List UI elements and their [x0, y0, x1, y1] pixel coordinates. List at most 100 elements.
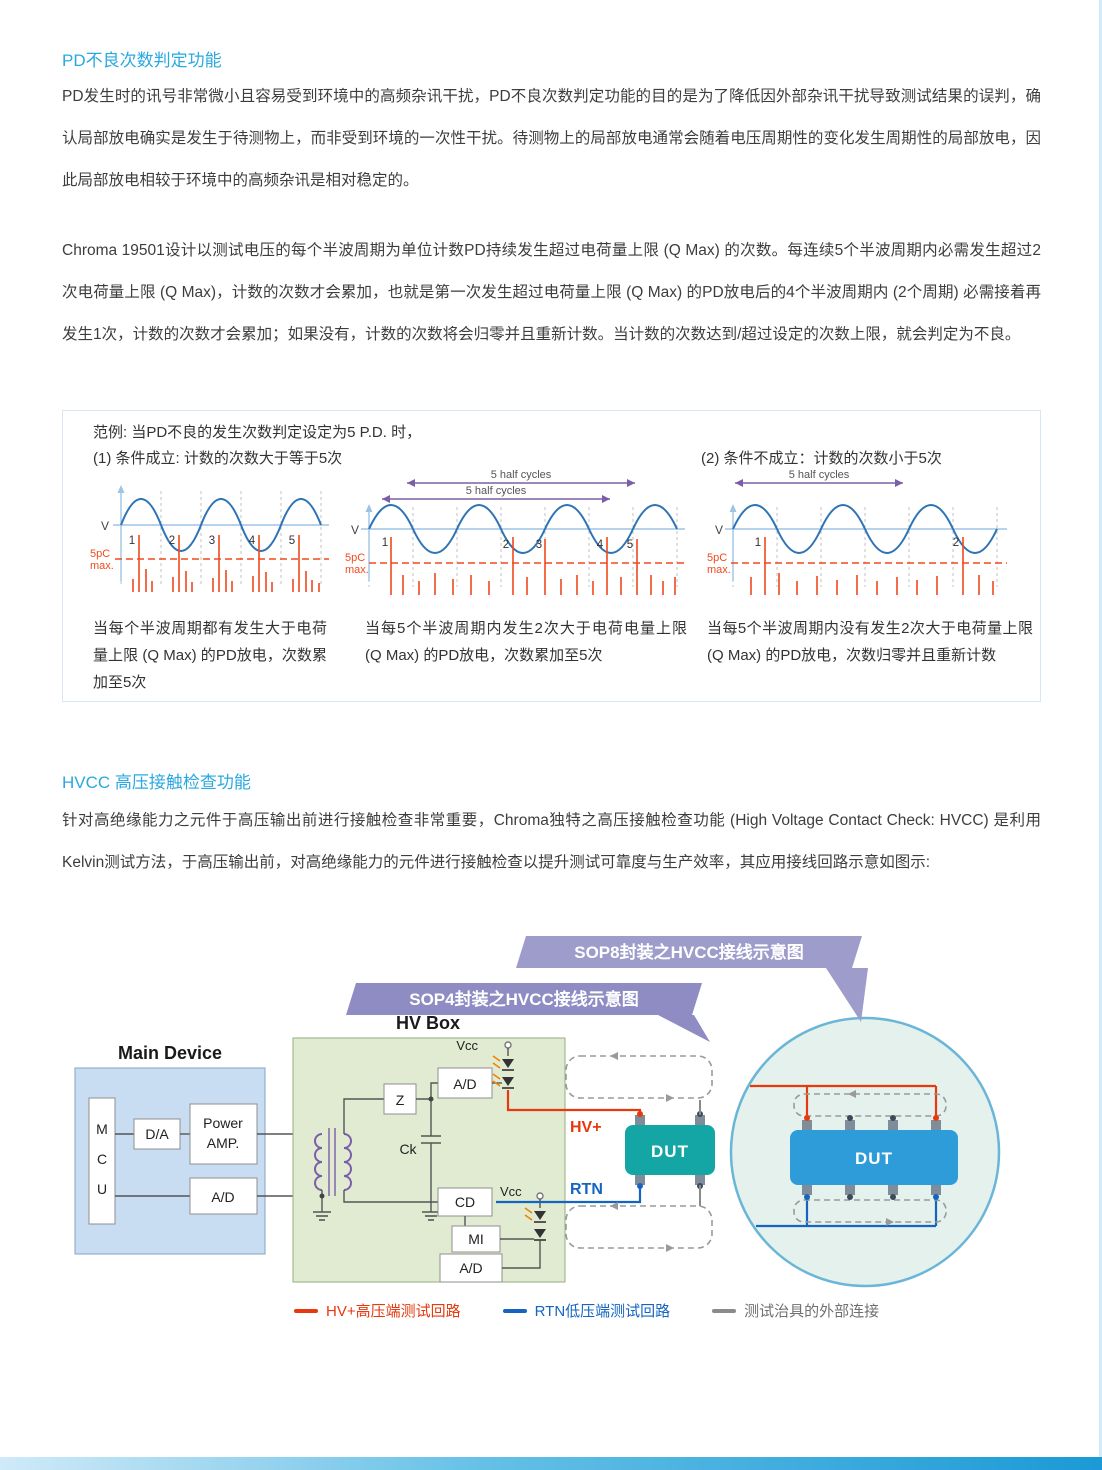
hv-line-swatch [294, 1308, 318, 1313]
cd-box [437, 1187, 493, 1217]
diagram1-caption: 当每个半波周期都有发生大于电荷量上限 (Q Max) 的PD放电，次数累加至5次 [93, 620, 327, 691]
sop8-banner-arrow [826, 968, 868, 1022]
count-number: 1 [382, 537, 388, 549]
legend-label-rtn: RTN低压端测试回路 [534, 1303, 671, 1320]
hvcc-circuit-svg: SOP8封装之HVCC接线示意图 SOP4封装之HVCC接线示意图 Main D… [74, 936, 1001, 1288]
da-box [133, 1118, 181, 1150]
sine-wave [368, 504, 678, 554]
ad-box-top [437, 1067, 493, 1099]
dut-label: DUT [651, 1142, 689, 1161]
v-axis-arrow [729, 504, 737, 512]
fixture-loop-top [565, 1055, 713, 1099]
power-amp-box [189, 1103, 258, 1165]
page-right-accent [1099, 0, 1102, 1470]
sop8-banner-label: SOP8封装之HVCC接线示意图 [574, 942, 804, 962]
ad-box-bottom [439, 1253, 503, 1283]
half-cycles-label: 5 half cycles [491, 469, 552, 481]
mcu-box [88, 1097, 116, 1225]
legend-item-rtn: RTN低压端测试回路 [502, 1300, 671, 1321]
pd-paragraph-2: Chroma 19501设计以测试电压的每个半波周期为单位计数PD持续发生超过电… [62, 242, 1041, 343]
count-number: 5 [627, 539, 633, 551]
vcc-terminal [504, 1041, 512, 1049]
example-case2-label: (2) 条件不成立：计数的次数小于5次 [701, 450, 942, 467]
count-number: 1 [129, 535, 135, 547]
half-cycles-label: 5 half cycles [466, 485, 527, 497]
main-device-label: Main Device [118, 1043, 222, 1063]
v-axis-label: V [351, 523, 359, 537]
ground-symbol [313, 1211, 331, 1221]
sop4-banner-label: SOP4封装之HVCC接线示意图 [409, 989, 639, 1009]
cd-label: CD [455, 1194, 475, 1210]
hv-box [292, 1037, 566, 1283]
mcu-letter: C [97, 1151, 107, 1167]
z-label: Z [396, 1092, 405, 1108]
count-number: 1 [755, 537, 761, 549]
optocoupler-icon [524, 1207, 546, 1241]
threshold-label-max: max. [345, 564, 369, 576]
vcc-terminal [536, 1192, 544, 1200]
mcu-letter: U [97, 1181, 107, 1197]
count-number: 3 [209, 535, 215, 547]
da-label: D/A [145, 1126, 169, 1142]
threshold-label-5pc: 5pC [345, 552, 365, 564]
count-number: 2 [503, 539, 509, 551]
hvcc-paragraph: 针对高绝缘能力之元件于高压输出前进行接触检查非常重要，Chroma独特之高压接触… [62, 812, 1041, 871]
power-amp-label: Power [203, 1115, 243, 1131]
vcc-label: Vcc [500, 1184, 522, 1199]
example-title: 范例: 当PD不良的发生次数判定设定为5 P.D. 时， [93, 424, 422, 441]
fixture-loop-top [793, 1093, 947, 1117]
hv-plus-label: HV+ [570, 1119, 602, 1136]
ck-label: Ck [399, 1141, 417, 1157]
pd-paragraph-1: PD发生时的讯号非常微小且容易受到环境中的高频杂讯干扰，PD不良次数判定功能的目… [62, 88, 1041, 189]
mi-box [451, 1225, 501, 1253]
hvcc-circuit-diagram: SOP8封装之HVCC接线示意图 SOP4封装之HVCC接线示意图 Main D… [56, 928, 1046, 1340]
sine-wave [732, 504, 998, 554]
v-axis-label: V [101, 519, 109, 533]
fixture-line-swatch [712, 1308, 737, 1313]
count-number: 2 [169, 535, 175, 547]
discharge-spikes [132, 535, 320, 592]
count-number: 4 [597, 539, 604, 551]
diagram3-caption: 当每5个半波周期内没有发生2次大于电荷量上限 (Q Max) 的PD放电，次数归… [707, 620, 1033, 664]
count-number: 2 [953, 537, 959, 549]
threshold-label-max: max. [707, 564, 731, 576]
vcc-label: Vcc [456, 1038, 478, 1053]
mcu-letter: M [96, 1121, 108, 1137]
waveform-diagram-3: 5 half cycles V 5pC max. 1 2 [707, 469, 1007, 595]
hv-box-label: HV Box [396, 1013, 460, 1033]
mi-label: MI [468, 1231, 484, 1247]
circuit-legend: HV+高压端测试回路 RTN低压端测试回路 测试治具的外部连接 [294, 1300, 879, 1321]
dut-label: DUT [855, 1149, 893, 1168]
page-footer-bar [0, 1457, 1102, 1470]
v-axis-arrow [117, 485, 125, 493]
rtn-line-swatch [502, 1308, 527, 1313]
dut-sop4: DUT [625, 1111, 715, 1189]
ground-symbol [422, 1211, 440, 1221]
sop4-banner-ribbon [346, 983, 702, 1015]
discharge-spikes [390, 537, 676, 595]
pd-section-heading: PD不良次数判定功能 [62, 51, 222, 70]
optocoupler-icon [492, 1055, 514, 1089]
diagram2-caption: 当每5个半波周期内发生2次大于电荷电量上限 (Q Max) 的PD放电，次数累加… [365, 620, 687, 664]
legend-item-hv: HV+高压端测试回路 [294, 1300, 461, 1321]
fixture-loop-bottom [565, 1205, 713, 1249]
waveform-diagram-1: V 5pC max. 1 2 3 4 5 [90, 485, 329, 592]
pd-example-box: 范例: 当PD不良的发生次数判定设定为5 P.D. 时， (1) 条件成立: 计… [62, 410, 1041, 702]
half-cycles-label: 5 half cycles [789, 469, 850, 481]
legend-label-hv: HV+高压端测试回路 [326, 1303, 461, 1320]
count-number: 4 [249, 535, 256, 547]
z-box [383, 1083, 417, 1115]
threshold-label-5pc: 5pC [90, 548, 110, 560]
ad-label: A/D [211, 1189, 234, 1205]
half-cycle-gridlines [732, 507, 998, 587]
count-number: 5 [289, 535, 295, 547]
discharge-spikes [750, 537, 994, 595]
legend-item-fixture: 测试治具的外部连接 [712, 1300, 879, 1321]
transformer [314, 1128, 352, 1196]
ck-capacitor [421, 1135, 441, 1212]
v-axis-arrow [365, 504, 373, 512]
threshold-label-max: max. [90, 560, 114, 572]
ad-label: A/D [453, 1076, 476, 1092]
sine-wave [120, 498, 322, 552]
